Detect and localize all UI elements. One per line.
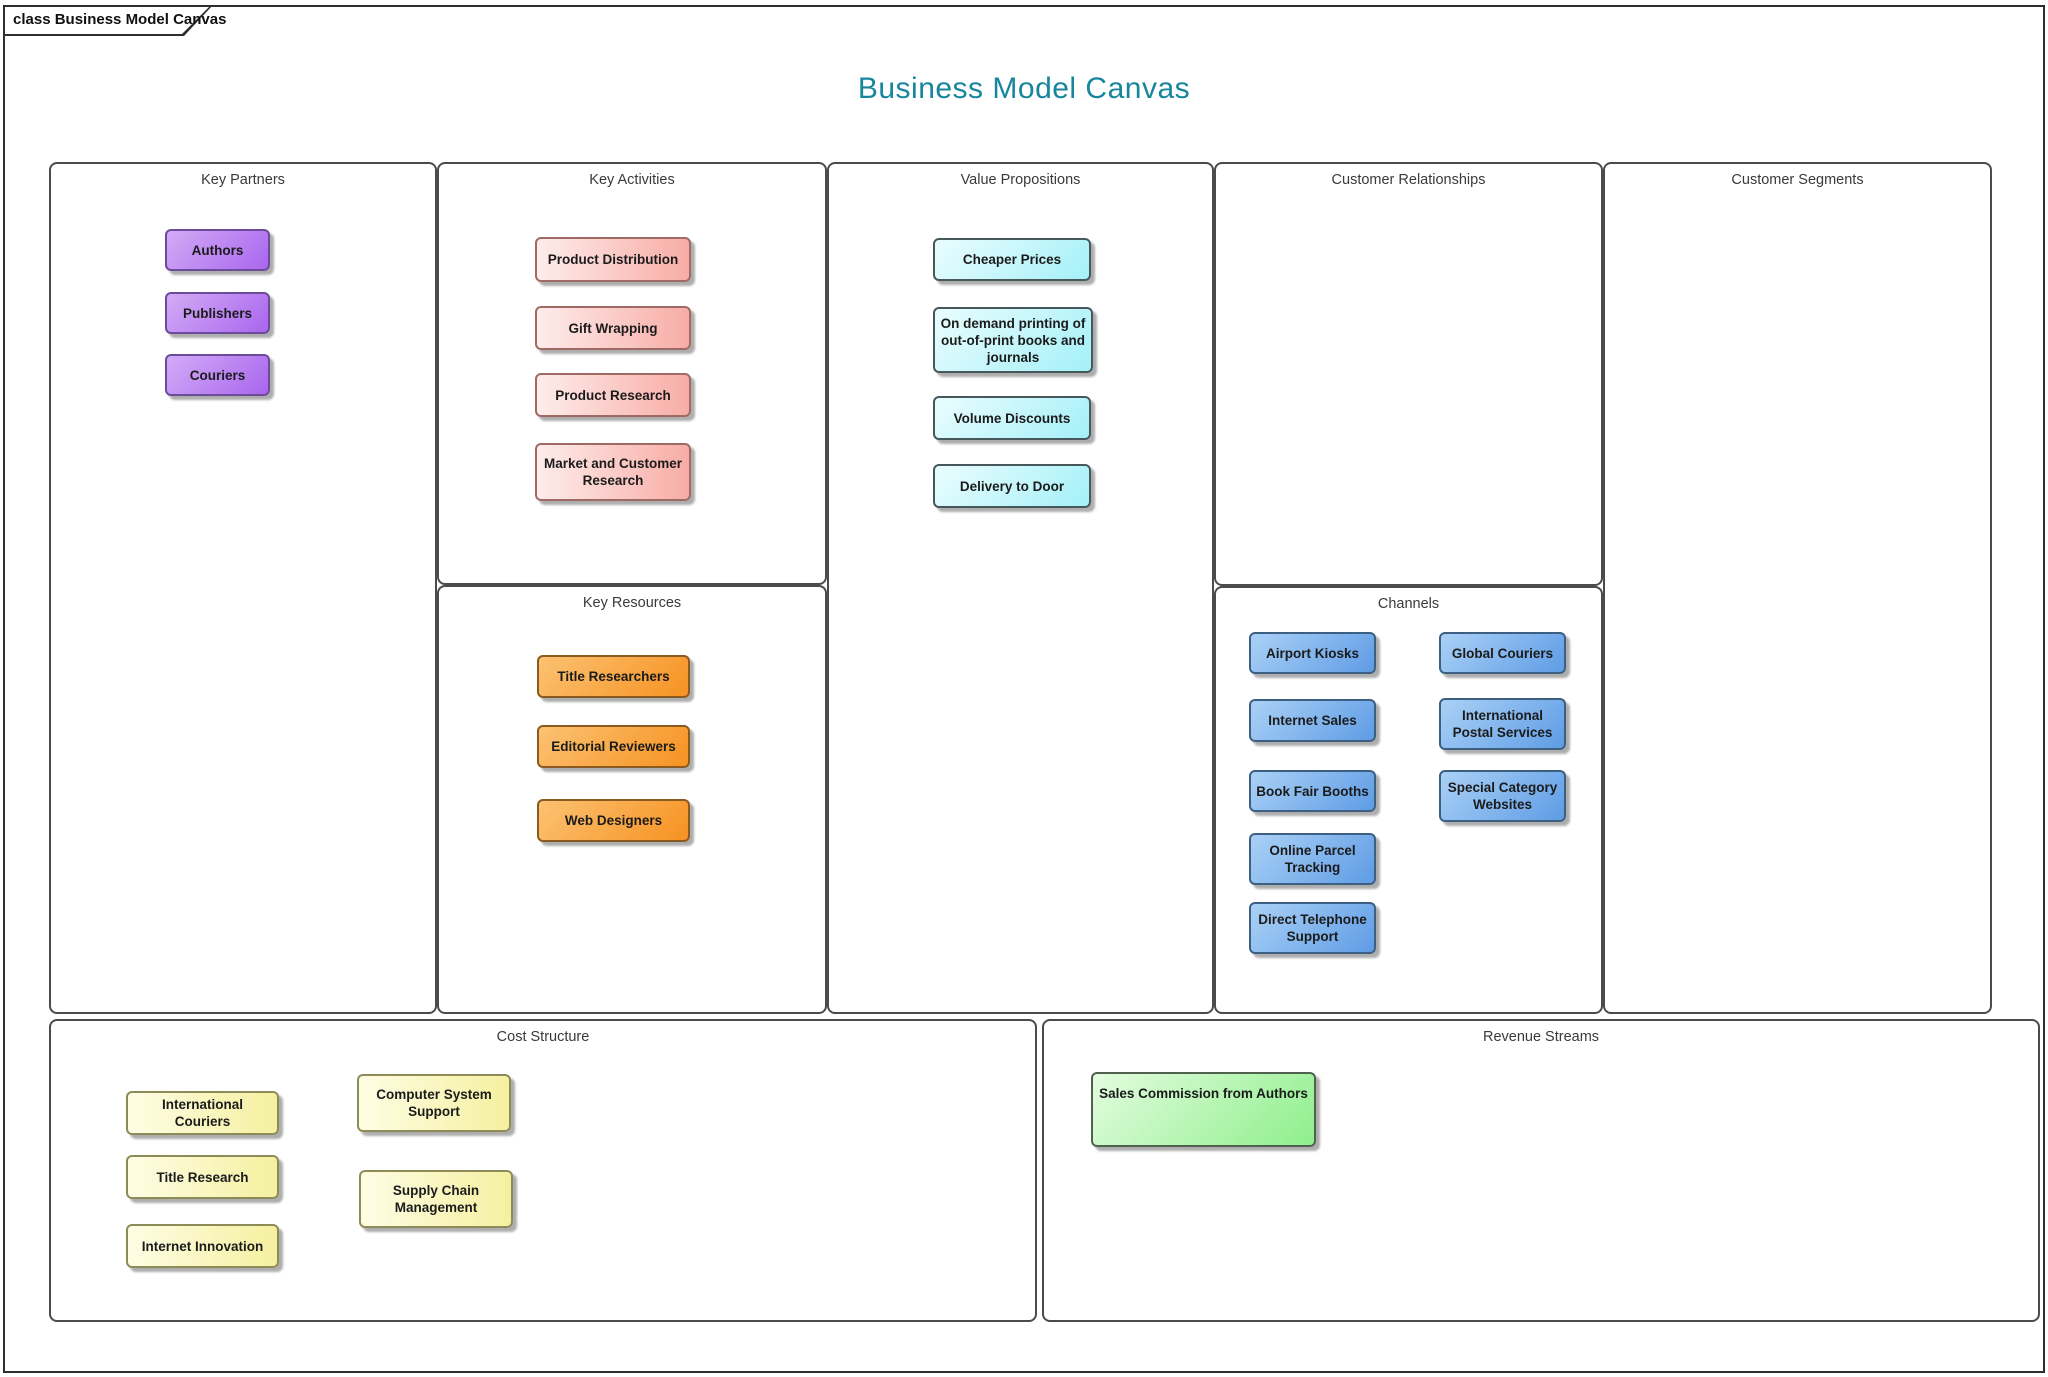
section-customer-segments[interactable]: Customer Segments: [1603, 162, 1992, 1014]
section-label: Key Activities: [589, 172, 675, 188]
section-label: Cost Structure: [496, 1029, 590, 1045]
node-global-couriers[interactable]: Global Couriers: [1439, 632, 1566, 674]
section-label: Channels: [1377, 596, 1440, 612]
node-online-parcel-tracking[interactable]: Online Parcel Tracking: [1249, 833, 1376, 885]
section-label: Revenue Streams: [1482, 1029, 1600, 1045]
section-customer-relationships[interactable]: Customer Relationships: [1214, 162, 1603, 586]
page-title: Business Model Canvas: [857, 72, 1191, 105]
node-web-designers[interactable]: Web Designers: [537, 799, 690, 842]
node-on-demand-printing[interactable]: On demand printing of out-of-print books…: [933, 307, 1093, 373]
section-label: Value Propositions: [960, 172, 1081, 188]
node-volume-discounts[interactable]: Volume Discounts: [933, 396, 1091, 440]
node-book-fair-booths[interactable]: Book Fair Booths: [1249, 770, 1376, 812]
node-sales-commission-from-authors[interactable]: Sales Commission from Authors: [1091, 1072, 1316, 1147]
section-label: Customer Relationships: [1331, 172, 1486, 188]
section-label: Customer Segments: [1731, 172, 1864, 188]
section-label: Key Resources: [582, 595, 682, 611]
node-gift-wrapping[interactable]: Gift Wrapping: [535, 306, 691, 350]
node-title-research[interactable]: Title Research: [126, 1155, 279, 1199]
node-computer-system-support[interactable]: Computer System Support: [357, 1074, 511, 1132]
section-label: Key Partners: [201, 172, 285, 188]
section-value-propositions[interactable]: Value Propositions Cheaper Prices On dem…: [827, 162, 1214, 1014]
node-editorial-reviewers[interactable]: Editorial Reviewers: [537, 725, 690, 768]
node-market-and-customer-research[interactable]: Market and Customer Research: [535, 443, 691, 501]
section-key-activities[interactable]: Key Activities Product Distribution Gift…: [437, 162, 827, 585]
section-channels[interactable]: Channels Airport Kiosks Internet Sales B…: [1214, 586, 1603, 1014]
node-title-researchers[interactable]: Title Researchers: [537, 655, 690, 698]
frame-tab-fill: [5, 7, 209, 34]
node-special-category-websites[interactable]: Special Category Websites: [1439, 770, 1566, 822]
node-publishers[interactable]: Publishers: [165, 292, 270, 334]
node-product-research[interactable]: Product Research: [535, 373, 691, 417]
section-revenue-streams[interactable]: Revenue Streams Sales Commission from Au…: [1042, 1019, 2040, 1322]
node-airport-kiosks[interactable]: Airport Kiosks: [1249, 632, 1376, 674]
node-product-distribution[interactable]: Product Distribution: [535, 237, 691, 282]
node-couriers[interactable]: Couriers: [165, 354, 270, 396]
frame-tab-label: class Business Model Canvas: [13, 11, 227, 28]
section-key-partners[interactable]: Key Partners Authors Publishers Couriers: [49, 162, 437, 1014]
node-authors[interactable]: Authors: [165, 229, 270, 271]
node-supply-chain-management[interactable]: Supply Chain Management: [359, 1170, 513, 1228]
node-internet-sales[interactable]: Internet Sales: [1249, 699, 1376, 742]
node-direct-telephone-support[interactable]: Direct Telephone Support: [1249, 902, 1376, 954]
node-cheaper-prices[interactable]: Cheaper Prices: [933, 238, 1091, 281]
node-delivery-to-door[interactable]: Delivery to Door: [933, 464, 1091, 508]
node-international-postal-services[interactable]: International Postal Services: [1439, 698, 1566, 750]
section-key-resources[interactable]: Key Resources Title Researchers Editoria…: [437, 585, 827, 1014]
node-internet-innovation[interactable]: Internet Innovation: [126, 1224, 279, 1268]
section-cost-structure[interactable]: Cost Structure International Couriers Ti…: [49, 1019, 1037, 1322]
node-international-couriers[interactable]: International Couriers: [126, 1091, 279, 1135]
